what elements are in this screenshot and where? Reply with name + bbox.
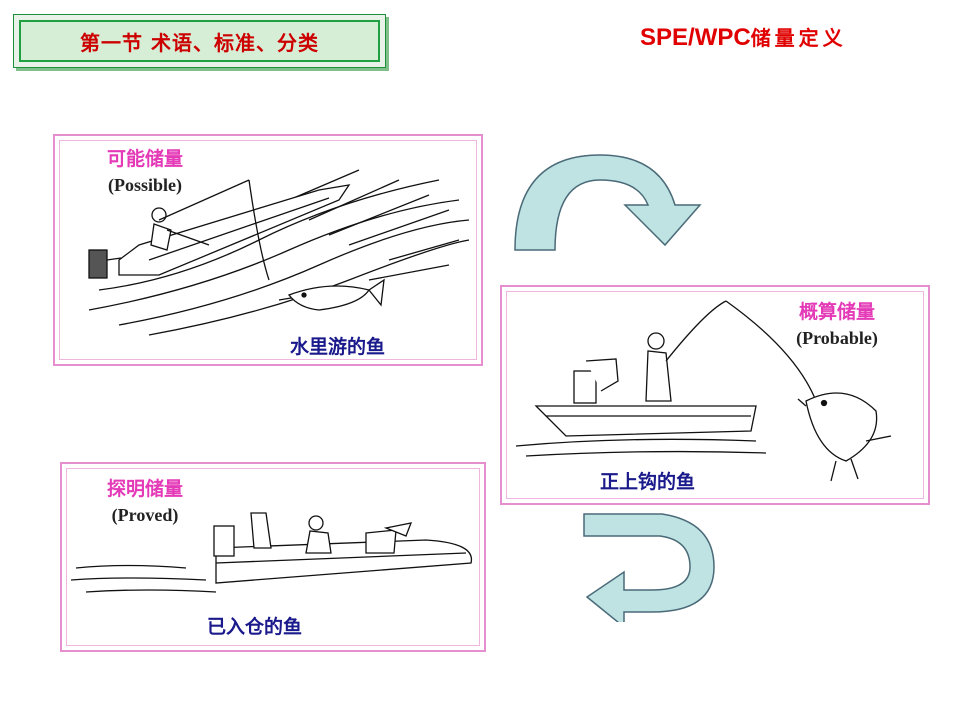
curved-arrow-left: [583, 513, 715, 622]
panel-probable-inner: [506, 291, 924, 499]
panel-proved-subtitle: (Proved): [111, 505, 179, 525]
boat-catch-illustration: [70, 512, 473, 593]
panel-possible-inner: [59, 140, 477, 360]
section-title: 第一节 术语、标准、分类: [80, 30, 319, 55]
panel-possible-title: 可能储量: [106, 148, 183, 170]
section-title-box: 第一节 术语、标准、分类: [13, 14, 386, 68]
boat-hooked-fish-illustration: [515, 300, 892, 482]
slide-title: SPE/WPC储量定义: [640, 22, 847, 52]
panel-proved-label: 探明储量 (Proved): [70, 474, 220, 526]
panel-proved-title: 探明储量: [106, 478, 183, 500]
panel-probable-subtitle: (Probable): [796, 328, 878, 348]
section-title-inner: 第一节 术语、标准、分类: [19, 20, 380, 62]
panel-probable-title: 概算储量: [798, 301, 875, 323]
panel-possible-caption: 水里游的鱼: [290, 336, 386, 358]
panel-possible: 可能储量 (Possible) 水里游的鱼: [53, 134, 483, 366]
slide-title-en: SPE/WPC: [640, 24, 751, 51]
panel-possible-label: 可能储量 (Possible): [70, 144, 220, 196]
panel-possible-subtitle: (Possible): [108, 175, 182, 195]
panel-proved-caption: 已入仓的鱼: [207, 616, 303, 638]
panel-probable-label: 概算储量 (Probable): [757, 297, 917, 349]
panel-proved: 探明储量 (Proved) 已入仓的鱼: [60, 462, 486, 652]
panel-probable: 概算储量 (Probable) 正上钩的鱼: [500, 285, 930, 505]
panel-probable-caption: 正上钩的鱼: [600, 471, 696, 493]
panel-proved-inner: [66, 468, 480, 646]
boat-water-illustration: [88, 169, 470, 336]
slide-title-cn: 储量定义: [750, 26, 847, 50]
curved-arrow-right: [514, 154, 702, 251]
